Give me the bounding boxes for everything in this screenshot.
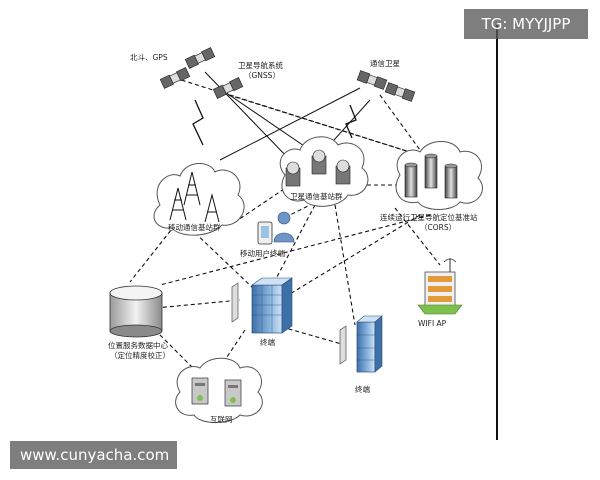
cell-tower-icon — [169, 171, 220, 223]
satellite-icon — [212, 77, 244, 99]
mobile-user-icon — [257, 211, 295, 245]
data-center-icon — [109, 285, 163, 338]
label-gnss-sub: （GNSS） — [244, 71, 280, 80]
satellite-icon — [184, 47, 216, 69]
label-mobile-base: 移动通信基站群 — [168, 222, 221, 232]
satellite-icon — [384, 82, 416, 102]
label-internet: 互联网 — [210, 415, 233, 424]
wifi-ap-icon — [417, 258, 463, 315]
watermark-top-right: TG: MYYJJPP — [464, 9, 588, 39]
satellite-icon — [159, 67, 191, 89]
server-icon — [191, 377, 242, 407]
label-sat-base: 卫星通信基站群 — [290, 191, 343, 201]
cors-station-icon — [404, 153, 458, 199]
satellite-dish-icon — [285, 149, 351, 187]
label-data-center: 位置服务数据中心 — [108, 340, 168, 350]
label-gnss: 卫星导航系统 — [238, 60, 283, 70]
label-cors-sub: （CORS） — [420, 223, 456, 232]
watermark-bottom-left: www.cunyacha.com — [10, 441, 177, 469]
label-terminal-2: 终端 — [355, 384, 370, 394]
wireless-signal-icons — [192, 99, 357, 146]
terminal-building-icon — [231, 277, 293, 334]
label-mobile-user: 移动用户终端 — [240, 248, 285, 258]
label-terminal-1: 终端 — [260, 337, 275, 347]
label-data-center-sub: （定位精度校正） — [110, 350, 170, 360]
terminal-building-icon — [339, 315, 383, 373]
internet-cloud — [175, 357, 263, 423]
label-comm-sat: 通信卫星 — [370, 58, 400, 68]
label-beidou-gps: 北斗、GPS — [130, 53, 168, 62]
label-wifi-ap: WIFI AP — [418, 319, 447, 328]
satellite-icon — [356, 70, 388, 90]
cors-cloud — [395, 141, 483, 210]
label-cors: 连续运行卫星导航定位基准站 — [380, 212, 478, 222]
